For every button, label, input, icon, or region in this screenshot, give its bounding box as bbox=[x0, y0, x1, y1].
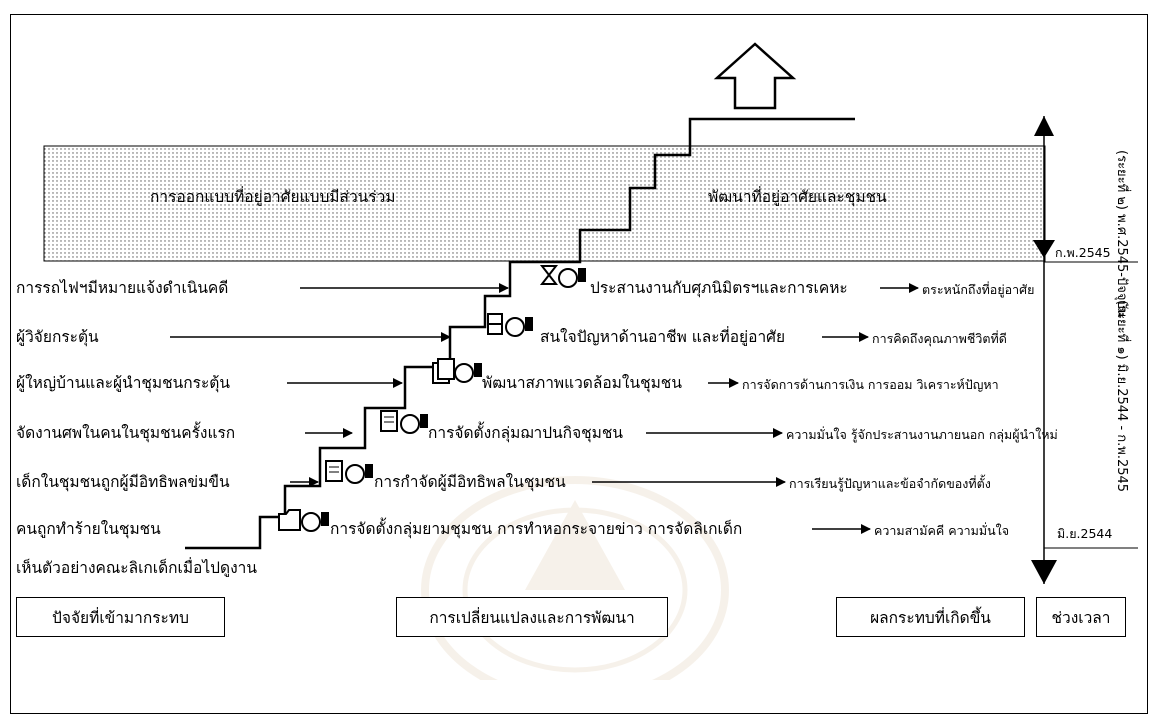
factor-2: ผู้วิจัยกระตุ้น bbox=[16, 328, 99, 346]
change-5: การกำจัดผู้มีอิทธิพลในชุมชน bbox=[374, 473, 566, 491]
period-lower: (ระยะที่ ๑) มิ.ย.2544 - ก.พ.2545 bbox=[1114, 300, 1129, 493]
notepad-icon bbox=[325, 460, 373, 484]
factor-4: จัดงานศพในคนในชุมชนครั้งแรก bbox=[16, 424, 236, 442]
timeline-marker-icon bbox=[1033, 240, 1055, 258]
change-6: การจัดตั้งกลุ่มยามชุมชน การทำหอกระจายข่า… bbox=[330, 520, 743, 538]
impact-arrows bbox=[592, 283, 919, 534]
factor-extra: เห็นตัวอย่างคณะลิเกเด็กเมื่อไปดูงาน bbox=[16, 559, 257, 577]
factor-5: เด็กในชุมชนถูกผู้มีอิทธิพลข่มขืน bbox=[16, 473, 230, 491]
staircase bbox=[185, 117, 855, 550]
factor-3: ผู้ใหญ่บ้านและผู้นำชุมชนกระตุ้น bbox=[16, 374, 230, 392]
timeline-arrow-down-icon bbox=[1031, 560, 1057, 584]
timeline-arrow-up-icon bbox=[1034, 116, 1054, 136]
impact-6: ความสามัคคี ความมั่นใจ bbox=[874, 523, 1010, 538]
up-arrow-icon bbox=[713, 42, 797, 110]
period-upper: (ระยะที่ ๒) พ.ศ.2545-ปัจจุบัน bbox=[1114, 150, 1129, 318]
impact-3: การจัดการด้านการเงิน การออม วิเคราะห์ปัญ… bbox=[742, 377, 999, 392]
factor-6: คนถูกทำร้ายในชุมชน bbox=[16, 520, 161, 538]
impact-4: ความมั่นใจ รู้จักประสานงานภายนอก กลุ่มผู… bbox=[786, 427, 1058, 442]
hourglass-icon bbox=[539, 265, 586, 288]
factor-arrows bbox=[170, 283, 509, 487]
footer-changes-box: การเปลี่ยนแปลงและการพัฒนา bbox=[396, 597, 668, 637]
folder-icon bbox=[278, 509, 329, 532]
top-band bbox=[43, 145, 1046, 262]
cabinet-icon bbox=[487, 313, 533, 337]
band-left-label: การออกแบบที่อยู่อาศัยแบบมีส่วนร่วม bbox=[150, 188, 396, 206]
date-upper: ก.พ.2545 bbox=[1055, 245, 1111, 260]
document-icon bbox=[380, 410, 428, 434]
impact-1: ตระหนักถึงที่อยู่อาศัย bbox=[922, 282, 1035, 297]
date-lower: มิ.ย.2544 bbox=[1057, 526, 1113, 541]
diagram-frame bbox=[10, 14, 1148, 714]
footer-impacts-box: ผลกระทบที่เกิดขึ้น bbox=[836, 597, 1025, 637]
impact-2: การคิดถึงคุณภาพชีวิตที่ดี bbox=[872, 331, 1007, 346]
footer-factors-box: ปัจจัยที่เข้ามากระทบ bbox=[16, 597, 225, 637]
change-2: สนใจปัญหาด้านอาชีพ และที่อยู่อาศัย bbox=[540, 328, 786, 346]
change-1: ประสานงานกับศุภนิมิตรฯและการเคหะ bbox=[590, 279, 848, 297]
documents-icon bbox=[432, 358, 482, 384]
factor-1: การรถไฟฯมีหมายแจ้งดำเนินคดี bbox=[16, 279, 229, 297]
footer-period-box: ช่วงเวลา bbox=[1036, 597, 1126, 637]
change-3: พัฒนาสภาพแวดล้อมในชุมชน bbox=[482, 374, 682, 392]
band-right-label: พัฒนาที่อยู่อาศัยและชุมชน bbox=[708, 188, 887, 206]
impact-5: การเรียนรู้ปัญหาและข้อจำกัดของที่ตั้ง bbox=[789, 476, 991, 491]
change-4: การจัดตั้งกลุ่มฌาปนกิจชุมชน bbox=[428, 424, 623, 442]
